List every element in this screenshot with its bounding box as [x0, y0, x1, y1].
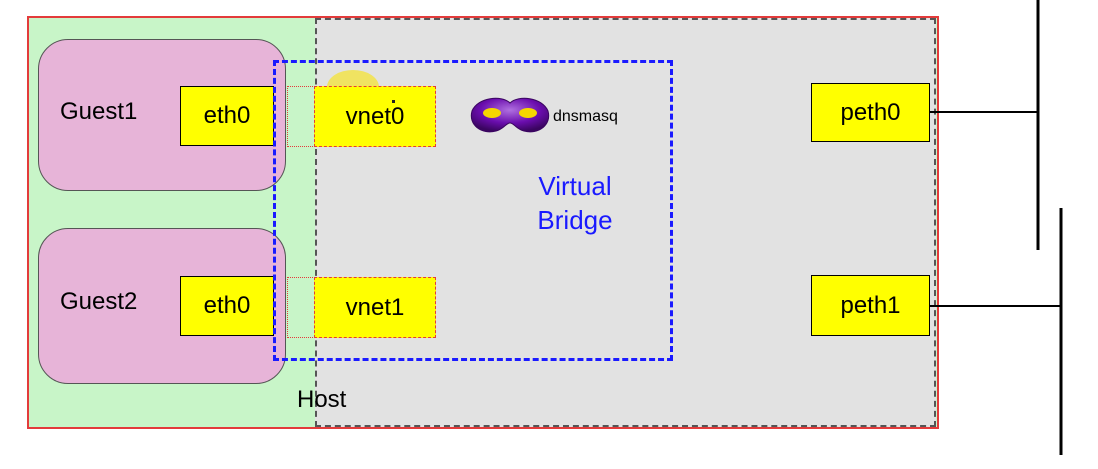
vnet1-interface: vnet1: [314, 277, 436, 338]
mask-icon: [470, 97, 550, 133]
peth0-interface: peth0: [811, 83, 930, 142]
vnet0-interface: vnet0: [314, 86, 436, 147]
guest1-eth0: eth0: [180, 86, 274, 146]
virtual-bridge-label: Virtual Bridge: [505, 170, 645, 238]
dnsmasq-label: dnsmasq: [553, 108, 618, 125]
host-label: Host: [297, 386, 347, 413]
bridge-label-line2: Bridge: [537, 204, 613, 235]
peth1-interface: peth1: [811, 275, 930, 336]
bridge-label-line1: Virtual: [538, 171, 612, 201]
guest1-label: Guest1: [60, 98, 138, 125]
virtual-bridge-box: [273, 60, 673, 361]
guest2-eth0: eth0: [180, 276, 274, 336]
dot-mark: [392, 100, 395, 103]
guest2-label: Guest2: [60, 288, 138, 315]
